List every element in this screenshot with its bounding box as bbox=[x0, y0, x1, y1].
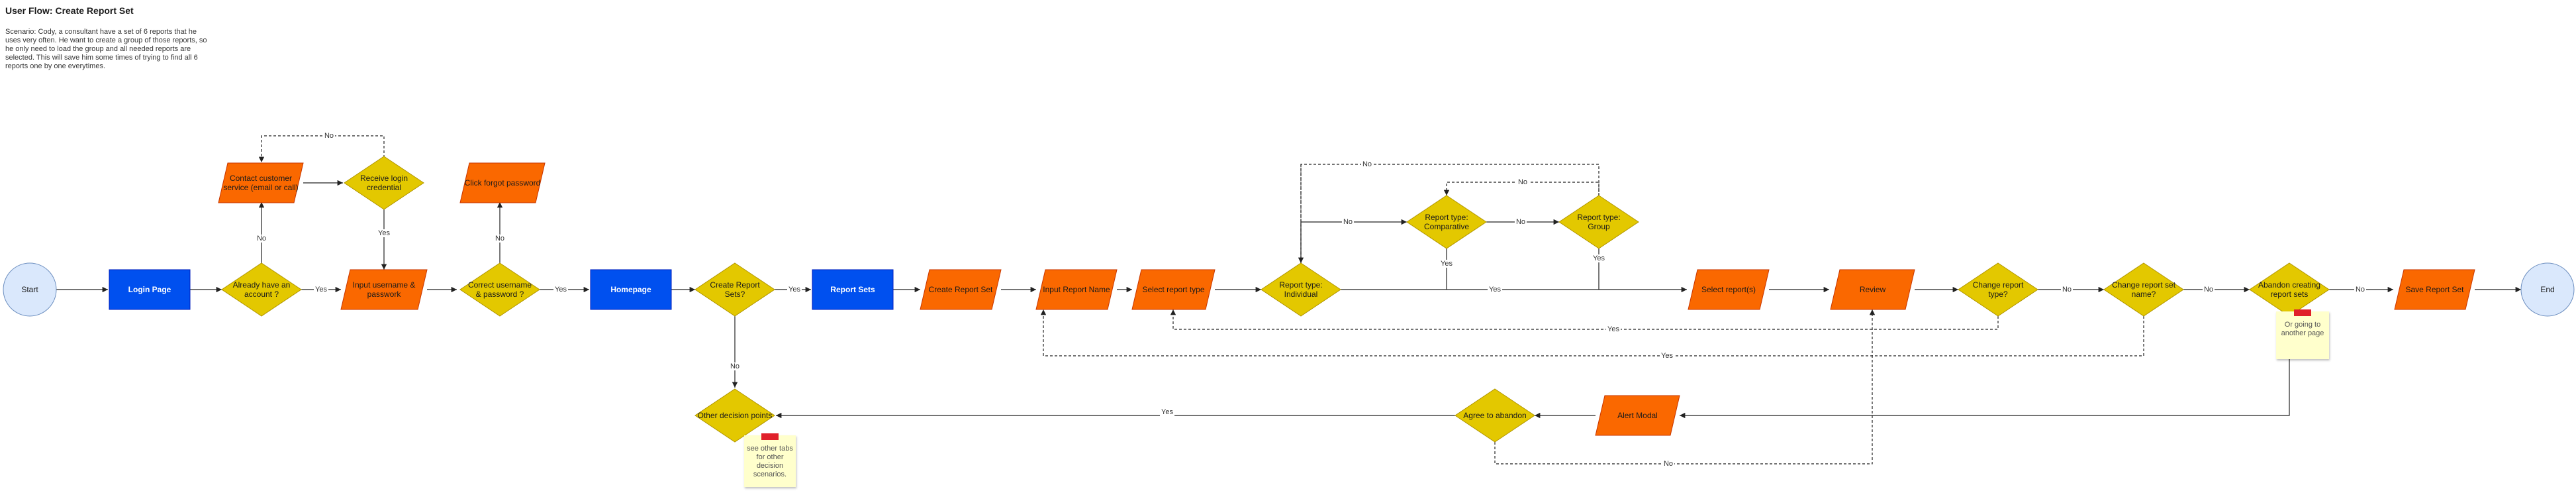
edge-label-no: No bbox=[1360, 160, 1374, 168]
end-node bbox=[2520, 262, 2575, 317]
select-reports-action bbox=[1688, 269, 1770, 310]
edge-label-yes: Yes bbox=[1160, 408, 1174, 416]
end-label: End bbox=[2540, 285, 2555, 294]
create-report-set-action bbox=[920, 269, 1002, 310]
type-comparative-decision bbox=[1406, 195, 1487, 249]
review-label: Review bbox=[1859, 285, 1886, 294]
agree-abandon-decision bbox=[1455, 388, 1535, 443]
save-report-set-action bbox=[2394, 269, 2475, 310]
input-credentials-label: Input username & passwork bbox=[352, 280, 416, 299]
forgot-password-label: Click forgot password bbox=[464, 178, 541, 188]
input-credentials-action bbox=[340, 269, 428, 310]
contact-service-label: Contact customer service (email or call) bbox=[223, 174, 299, 192]
edge-individual-loop-no bbox=[1300, 164, 1599, 263]
edge-label-yes: Yes bbox=[314, 286, 328, 294]
save-report-set-label: Save Report Set bbox=[2405, 285, 2464, 294]
tape-mark bbox=[2294, 309, 2311, 316]
edge-agree-review-no bbox=[1494, 309, 1876, 464]
change-report-name-decision bbox=[2103, 262, 2184, 317]
select-report-type-action bbox=[1131, 269, 1216, 310]
type-individual-label: Report type: Individual bbox=[1279, 280, 1323, 299]
report-sets-node bbox=[812, 269, 894, 310]
create-report-set-label: Create Report Set bbox=[928, 285, 993, 294]
receive-credentials-label: Receive login credential bbox=[359, 174, 408, 192]
note-other-page-text: Or going to another page bbox=[2281, 321, 2324, 337]
edge-label-yes: Yes bbox=[553, 286, 568, 294]
start-label: Start bbox=[21, 285, 38, 294]
correct-credentials-decision bbox=[459, 262, 540, 317]
edge-label-yes: Yes bbox=[1439, 260, 1454, 268]
select-reports-label: Select report(s) bbox=[1701, 285, 1756, 294]
change-report-type-label: Change report type? bbox=[1972, 280, 2024, 299]
edge-changename-input-yes bbox=[1040, 309, 2144, 356]
already-account-decision bbox=[221, 262, 302, 317]
homepage-node bbox=[590, 269, 672, 310]
edge-label-yes: Yes bbox=[1592, 254, 1606, 262]
edge-label-yes: Yes bbox=[1606, 325, 1621, 333]
edge-label-no: No bbox=[2060, 286, 2074, 294]
note-other-decision-text: see other tabs for other decision scenar… bbox=[747, 445, 793, 478]
edge-abandon-alert bbox=[1680, 316, 2290, 419]
correct-credentials-label: Correct username & password ? bbox=[467, 280, 532, 299]
edge-label-no: No bbox=[1516, 178, 1529, 186]
edge-label-no: No bbox=[2202, 286, 2215, 294]
review-action bbox=[1830, 269, 1915, 310]
edge-label-no: No bbox=[493, 235, 506, 243]
report-sets-label: Report Sets bbox=[830, 285, 875, 294]
edge-label-yes: Yes bbox=[377, 229, 391, 237]
tape-mark bbox=[761, 433, 779, 440]
contact-service-action bbox=[218, 162, 304, 203]
edge-label-no: No bbox=[255, 235, 268, 243]
homepage-label: Homepage bbox=[610, 285, 651, 294]
note-other-page: Or going to another page bbox=[2276, 309, 2329, 359]
edge-label-yes: Yes bbox=[787, 286, 802, 294]
other-decision-points-decision bbox=[694, 388, 775, 443]
alert-modal-label: Alert Modal bbox=[1617, 411, 1658, 420]
page-title: User Flow: Create Report Set bbox=[5, 5, 134, 16]
edge-label-no: No bbox=[1662, 460, 1675, 468]
input-report-name-label: Input Report Name bbox=[1043, 285, 1110, 294]
alert-modal-action bbox=[1595, 395, 1680, 436]
edge-label-no: No bbox=[1341, 218, 1355, 226]
login-page-label: Login Page bbox=[128, 285, 171, 294]
scenario-text: Scenario: Cody, a consultant have a set … bbox=[5, 28, 207, 70]
type-group-label: Report type: Group bbox=[1577, 213, 1621, 231]
edge-changetype-select-yes bbox=[1170, 309, 1999, 330]
edge-label-yes: Yes bbox=[1660, 352, 1674, 360]
change-report-name-label: Change report set name? bbox=[2111, 280, 2176, 299]
input-report-name-action bbox=[1035, 269, 1118, 310]
abandon-label: Abandon creating report sets bbox=[2258, 280, 2321, 299]
select-report-type-label: Select report type bbox=[1142, 285, 1205, 294]
login-page-node bbox=[109, 269, 191, 310]
edge-individual-comparative bbox=[1300, 219, 1407, 263]
already-account-label: Already have an account ? bbox=[232, 280, 291, 299]
type-group-decision bbox=[1558, 195, 1639, 249]
create-report-sets-q-label: Create Report Sets? bbox=[710, 280, 760, 299]
type-comparative-label: Report type: Comparative bbox=[1423, 213, 1470, 231]
edge-label-yes: Yes bbox=[1488, 286, 1502, 294]
edge-label-no: No bbox=[322, 132, 336, 140]
other-decision-points-label: Other decision points bbox=[697, 411, 773, 420]
note-other-decision: see other tabs for other decision scenar… bbox=[744, 433, 796, 487]
start-node bbox=[3, 262, 57, 317]
create-report-sets-decision bbox=[694, 262, 775, 317]
type-individual-decision bbox=[1261, 262, 1341, 317]
edge-label-no: No bbox=[1514, 218, 1527, 226]
change-report-type-decision bbox=[1958, 262, 2038, 317]
agree-abandon-label: Agree to abandon bbox=[1463, 411, 1527, 420]
edge-label-no: No bbox=[2354, 286, 2367, 294]
edge-receive-contact-no bbox=[258, 135, 385, 162]
forgot-password-action bbox=[459, 162, 546, 203]
edge-label-no: No bbox=[728, 362, 741, 370]
receive-credentials-decision bbox=[344, 156, 424, 210]
